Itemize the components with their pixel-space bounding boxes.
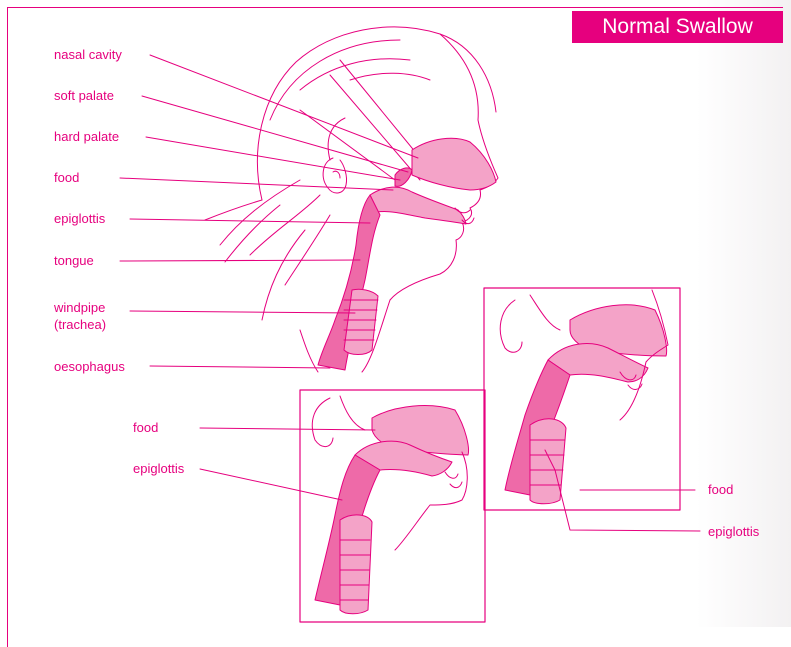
label-oesophagus: oesophagus <box>54 359 125 374</box>
right-inset <box>484 288 700 531</box>
label-hard-palate: hard palate <box>54 129 119 144</box>
inset-middle-label-epiglottis: epiglottis <box>133 461 184 476</box>
middle-inset <box>200 390 485 622</box>
label-food: food <box>54 170 79 185</box>
inset-right-label-epiglottis: epiglottis <box>708 524 759 539</box>
label-windpipe: windpipe <box>54 300 105 315</box>
label-epiglottis: epiglottis <box>54 211 105 226</box>
label-soft-palate: soft palate <box>54 88 114 103</box>
label-nasal-cavity: nasal cavity <box>54 47 122 62</box>
label-trachea: (trachea) <box>54 317 106 332</box>
main-anatomy <box>318 138 496 370</box>
label-tongue: tongue <box>54 253 94 268</box>
inset-right-label-food: food <box>708 482 733 497</box>
diagram-page: Normal Swallow nasal cavity soft palate … <box>0 0 791 627</box>
inset-middle-label-food: food <box>133 420 158 435</box>
page-title: Normal Swallow <box>572 11 783 43</box>
swallow-diagram-art <box>0 0 791 627</box>
